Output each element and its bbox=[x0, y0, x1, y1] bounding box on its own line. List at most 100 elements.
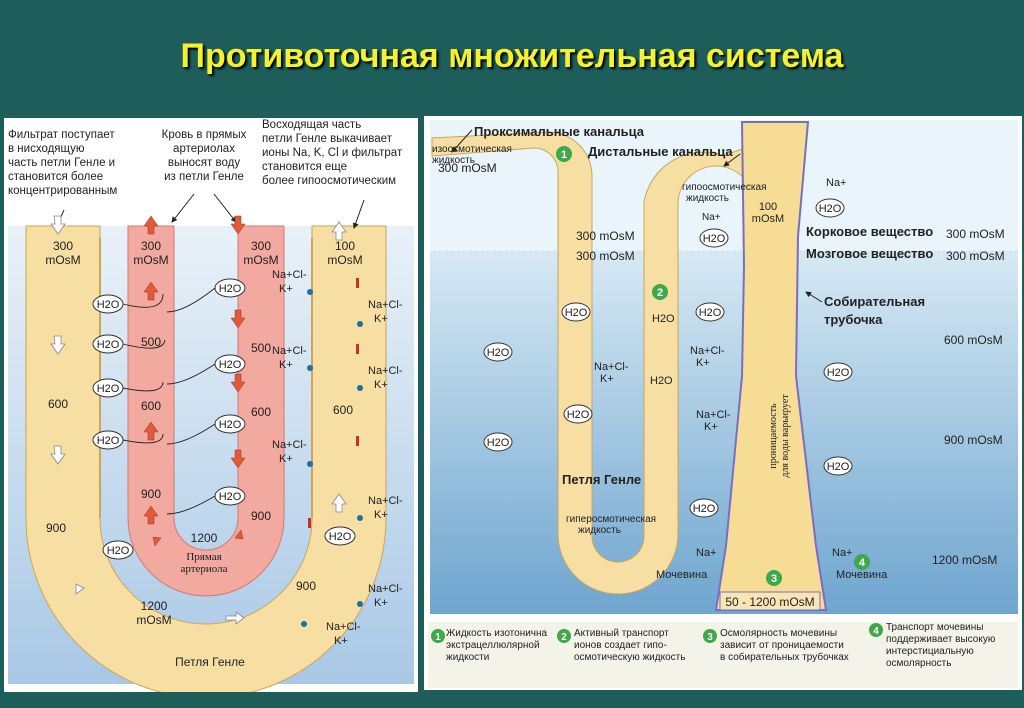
nephron-diagram: Проксимальные канальца Дистальные каналь… bbox=[428, 120, 1018, 688]
svg-text:H2O: H2O bbox=[97, 435, 120, 447]
svg-text:1200 mOsM: 1200 mOsM bbox=[932, 553, 997, 567]
h2o-oval: H2O bbox=[214, 278, 246, 298]
artery-bottom-1200: 1200 bbox=[191, 531, 218, 545]
step-markers: 1 2 3 4 bbox=[556, 146, 870, 586]
svg-text:H2O: H2O bbox=[827, 367, 850, 379]
svg-text:H2O: H2O bbox=[219, 283, 242, 295]
svg-text:Na+Cl-K+: Na+Cl-K+ bbox=[368, 299, 403, 325]
svg-text:Na+Cl-K+: Na+Cl-K+ bbox=[696, 409, 731, 433]
h2o-oval: H2O bbox=[214, 414, 246, 434]
svg-text:H2O: H2O bbox=[107, 545, 130, 557]
svg-text:500: 500 bbox=[141, 335, 161, 349]
svg-text:600: 600 bbox=[141, 399, 161, 413]
water-molecules-right: H2O H2O H2O H2O H2O H2O H2O H2O H2O H2O bbox=[483, 198, 853, 518]
svg-text:900: 900 bbox=[296, 579, 316, 593]
svg-text:H2O: H2O bbox=[97, 299, 120, 311]
svg-text:Na+: Na+ bbox=[832, 547, 853, 559]
h2o-oval: H2O bbox=[92, 430, 124, 450]
svg-text:2: 2 bbox=[657, 287, 663, 299]
svg-text:H2O: H2O bbox=[567, 409, 590, 421]
svg-text:300 mOsM: 300 mOsM bbox=[576, 249, 635, 263]
slide-title: Противоточная множительная система bbox=[180, 36, 844, 75]
h2o-oval: H2O bbox=[102, 540, 134, 560]
svg-text:Na+: Na+ bbox=[826, 177, 847, 189]
svg-text:H2O: H2O bbox=[219, 491, 242, 503]
svg-text:Мочевина: Мочевина bbox=[836, 569, 888, 581]
distal-tubule-label: Дистальные канальца bbox=[588, 144, 733, 159]
svg-text:600: 600 bbox=[251, 405, 271, 419]
bottom-unit-1200: mOsM bbox=[136, 613, 171, 627]
svg-text:4: 4 bbox=[873, 626, 879, 637]
svg-text:H2O: H2O bbox=[819, 203, 842, 215]
svg-text:Na+Cl-K+: Na+Cl-K+ bbox=[368, 583, 403, 609]
h2o-oval: H2O bbox=[214, 354, 246, 374]
h2o-oval: H2O bbox=[214, 486, 246, 506]
right-diagram-panel: Проксимальные канальца Дистальные каналь… bbox=[424, 116, 1022, 690]
filtrate-flow-arrows bbox=[50, 215, 347, 625]
asc-value-100: 100 bbox=[335, 239, 355, 253]
vasa-recta-arteriole bbox=[127, 225, 285, 597]
svg-text:H2O: H2O bbox=[487, 437, 510, 449]
svg-text:H2O: H2O bbox=[827, 461, 850, 473]
svg-text:300 mOsM: 300 mOsM bbox=[576, 229, 635, 243]
svg-text:3: 3 bbox=[707, 632, 713, 643]
svg-text:Na+Cl-K+: Na+Cl-K+ bbox=[326, 621, 361, 647]
svg-text:H2O: H2O bbox=[97, 339, 120, 351]
cortex-label: Корковое вещество bbox=[806, 224, 933, 239]
svg-text:H2O: H2O bbox=[219, 359, 242, 371]
blood-flow-arrows bbox=[143, 215, 246, 547]
loop-label: Петля Генле bbox=[562, 472, 641, 487]
svg-text:H2O: H2O bbox=[699, 307, 722, 319]
svg-text:500: 500 bbox=[251, 341, 271, 355]
svg-text:Na+: Na+ bbox=[702, 212, 721, 223]
svg-text:H2O: H2O bbox=[652, 313, 675, 325]
desc-value-600: 600 bbox=[48, 397, 68, 411]
svg-text:Na+: Na+ bbox=[696, 547, 717, 559]
artery-up-300: 300 bbox=[141, 239, 161, 253]
svg-text:Na+Cl-K+: Na+Cl-K+ bbox=[690, 345, 725, 369]
ion-labels-right: Na+Cl-K+ Na+Cl-K+ Na+Cl-K+ Na+ Na+ Na+ N… bbox=[594, 177, 888, 581]
desc-unit-300: mOsM bbox=[45, 253, 80, 267]
svg-text:900: 900 bbox=[251, 509, 271, 523]
loop-of-henle-tube bbox=[25, 225, 387, 699]
svg-text:300 mOsM: 300 mOsM bbox=[946, 249, 1005, 263]
svg-text:H2O: H2O bbox=[650, 375, 673, 387]
osmolality-levels: 300 mOsM 300 mOsM 300 mOsM 300 mOsM 600 … bbox=[576, 227, 1005, 567]
h2o-oval: H2O bbox=[324, 526, 356, 546]
medulla-label: Мозговое вещество bbox=[806, 246, 933, 261]
svg-text:mOsM: mOsM bbox=[243, 253, 278, 267]
svg-text:Na+Cl-K+: Na+Cl-K+ bbox=[272, 269, 307, 295]
svg-text:Na+Cl-K+: Na+Cl-K+ bbox=[272, 345, 307, 371]
permeability-label: проницаемостьдля воды варьирует bbox=[768, 394, 791, 478]
svg-text:H2O: H2O bbox=[565, 307, 588, 319]
collecting-range: 50 - 1200 mOsM bbox=[725, 595, 814, 609]
h2o-oval: H2O bbox=[92, 378, 124, 398]
h2o-oval: H2O bbox=[92, 294, 124, 314]
collecting-duct bbox=[714, 121, 828, 611]
svg-text:H2O: H2O bbox=[703, 233, 726, 245]
svg-text:600 mOsM: 600 mOsM bbox=[944, 333, 1003, 347]
svg-text:900: 900 bbox=[141, 487, 161, 501]
svg-text:H2O: H2O bbox=[329, 531, 352, 543]
svg-text:600: 600 bbox=[333, 403, 353, 417]
svg-text:300 mOsM: 300 mOsM bbox=[946, 227, 1005, 241]
svg-text:2: 2 bbox=[561, 632, 567, 643]
svg-text:Na+Cl-K+: Na+Cl-K+ bbox=[368, 365, 403, 391]
bottom-value-1200: 1200 bbox=[141, 599, 168, 613]
